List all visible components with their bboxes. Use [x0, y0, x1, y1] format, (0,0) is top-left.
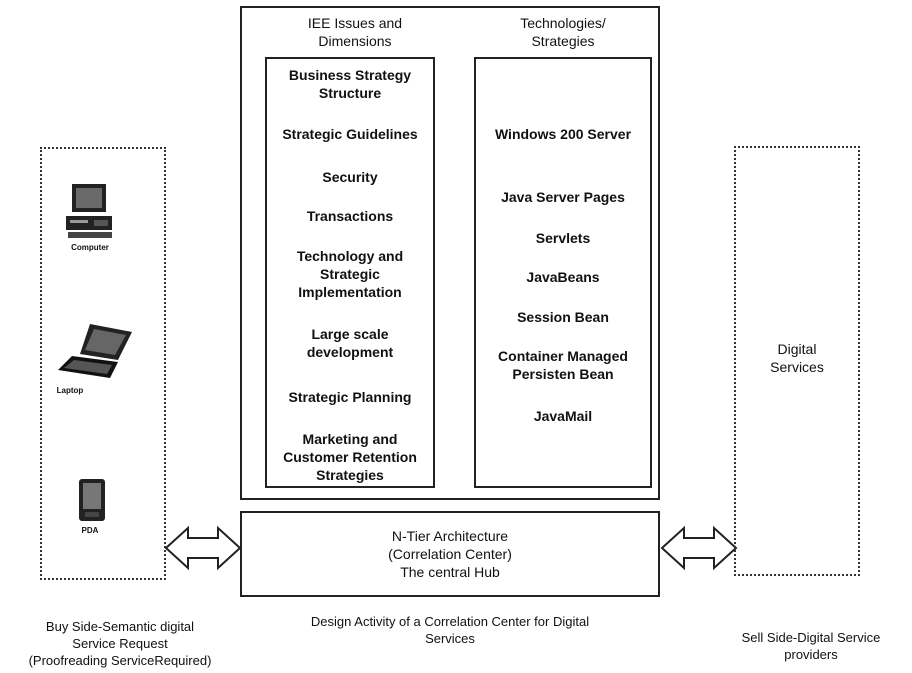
- list-item: Servlets: [535, 230, 591, 246]
- list-item: Container Managed Persisten Bean: [498, 348, 628, 382]
- list-item: JavaBeans: [526, 269, 600, 285]
- desktop-computer-icon: [66, 184, 112, 238]
- list-item: Strategic Planning: [288, 389, 412, 405]
- col2-header: Technologies/ Strategies: [520, 15, 606, 49]
- buy-side-panel: [40, 147, 166, 580]
- list-item: Marketing and Customer Retention Strateg…: [283, 431, 417, 483]
- sell-side-caption: Sell Side-Digital Service providers: [741, 630, 881, 662]
- list-item: Large scale development: [306, 326, 394, 360]
- computer-label: Computer: [71, 243, 109, 252]
- list-item: Java Server Pages: [501, 189, 625, 205]
- list-item: Windows 200 Server: [494, 126, 632, 142]
- pda-device: PDA: [70, 478, 110, 542]
- list-item: Session Bean: [517, 309, 609, 325]
- sell-side-panel: [734, 146, 860, 576]
- central-hub-box: N-Tier Architecture (Correlation Center)…: [240, 511, 660, 597]
- right-double-arrow-icon: [660, 526, 738, 570]
- iee-issues-column: Business Strategy Structure Strategic Gu…: [265, 57, 435, 488]
- technologies-column: Windows 200 Server Java Server Pages Ser…: [474, 57, 652, 488]
- list-item: Strategic Guidelines: [282, 126, 418, 142]
- col1-header: IEE Issues and Dimensions: [307, 15, 403, 49]
- computer-device: Computer: [60, 180, 120, 260]
- list-item: Security: [322, 169, 378, 185]
- list-item: Business Strategy Structure: [288, 67, 412, 101]
- list-item: JavaMail: [533, 408, 593, 424]
- pda-label: PDA: [81, 526, 99, 535]
- laptop-device: Laptop: [52, 322, 138, 402]
- correlation-center-box: [240, 6, 660, 500]
- left-double-arrow-icon: [164, 526, 242, 570]
- laptop-icon: [58, 324, 132, 378]
- digital-services-label: Digital Services: [770, 341, 824, 375]
- list-item: Technology and Strategic Implementation: [296, 248, 404, 300]
- buy-side-caption: Buy Side-Semantic digital Service Reques…: [28, 619, 212, 668]
- center-caption: Design Activity of a Correlation Center …: [310, 614, 590, 646]
- pda-icon: [79, 479, 105, 521]
- laptop-label: Laptop: [56, 386, 84, 395]
- list-item: Transactions: [306, 208, 394, 224]
